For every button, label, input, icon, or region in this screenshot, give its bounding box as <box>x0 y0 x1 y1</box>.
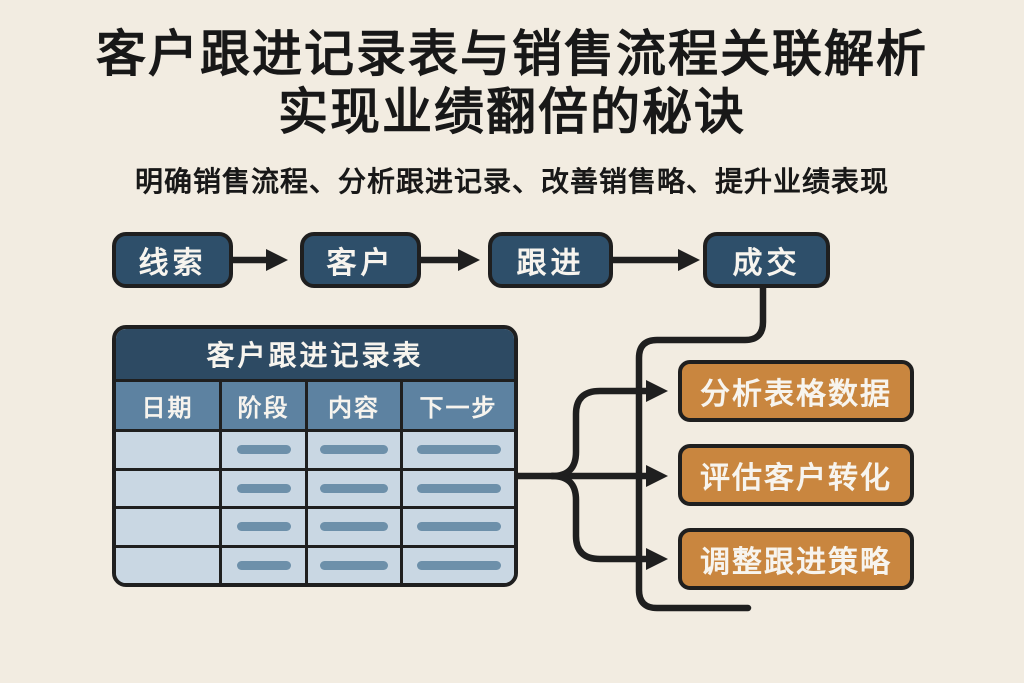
table-header-stage: 阶段 <box>219 382 305 429</box>
flow-arrow-2 <box>417 249 480 271</box>
cell-placeholder-pill <box>236 522 291 532</box>
table-body <box>116 429 514 583</box>
cell-placeholder-pill <box>320 445 388 455</box>
flow-step-followup: 跟进 <box>488 232 613 288</box>
cell-placeholder-pill <box>236 445 291 455</box>
flow-step-lead: 线索 <box>112 232 233 288</box>
table-row <box>116 429 514 468</box>
output-box-evaluate-conversion: 评估客户转化 <box>678 444 914 506</box>
table-cell <box>219 509 305 545</box>
table-header-row: 日期 阶段 内容 下一步 <box>116 379 514 429</box>
table-row <box>116 544 514 583</box>
table-cell <box>400 547 514 583</box>
followup-record-table: 客户跟进记录表 日期 阶段 内容 下一步 <box>112 325 518 587</box>
output-box-analyze-table-data: 分析表格数据 <box>678 360 914 422</box>
deal-connector-line <box>635 282 767 612</box>
table-cell <box>305 470 400 506</box>
table-cell <box>400 470 514 506</box>
table-title: 客户跟进记录表 <box>116 329 514 379</box>
table-cell <box>305 509 400 545</box>
table-row <box>116 506 514 545</box>
table-cell <box>116 432 219 468</box>
cell-placeholder-pill <box>320 560 388 570</box>
table-cell <box>116 547 219 583</box>
table-cell <box>116 509 219 545</box>
cell-placeholder-pill <box>236 483 291 493</box>
flow-arrow-3 <box>609 249 700 271</box>
table-header-date: 日期 <box>116 382 219 429</box>
flow-step-deal: 成交 <box>703 232 830 288</box>
table-header-content: 内容 <box>305 382 400 429</box>
table-header-next-step: 下一步 <box>400 382 514 429</box>
table-cell <box>116 470 219 506</box>
table-cell <box>305 547 400 583</box>
cell-placeholder-pill <box>320 483 388 493</box>
page-title-line-2: 实现业绩翻倍的秘诀 <box>278 84 746 140</box>
output-box-adjust-strategy: 调整跟进策略 <box>678 528 914 590</box>
table-cell <box>400 509 514 545</box>
table-cell <box>219 470 305 506</box>
cell-placeholder-pill <box>236 560 291 570</box>
cell-placeholder-pill <box>320 522 388 532</box>
flow-arrow-1 <box>229 249 288 271</box>
cell-placeholder-pill <box>416 483 501 493</box>
table-cell <box>219 432 305 468</box>
table-branch-down-arrow <box>548 472 668 570</box>
cell-placeholder-pill <box>416 445 501 455</box>
cell-placeholder-pill <box>416 522 501 532</box>
table-cell <box>219 547 305 583</box>
page-title-line-1: 客户跟进记录表与销售流程关联解析 <box>96 26 928 82</box>
table-cell <box>400 432 514 468</box>
flow-step-customer: 客户 <box>300 232 421 288</box>
table-cell <box>305 432 400 468</box>
cell-placeholder-pill <box>416 560 501 570</box>
table-row <box>116 467 514 506</box>
table-branch-up-arrow <box>548 380 668 480</box>
table-branch-middle-arrow <box>514 465 668 487</box>
page-subtitle: 明确销售流程、分析跟进记录、改善销售略、提升业绩表现 <box>134 166 889 197</box>
